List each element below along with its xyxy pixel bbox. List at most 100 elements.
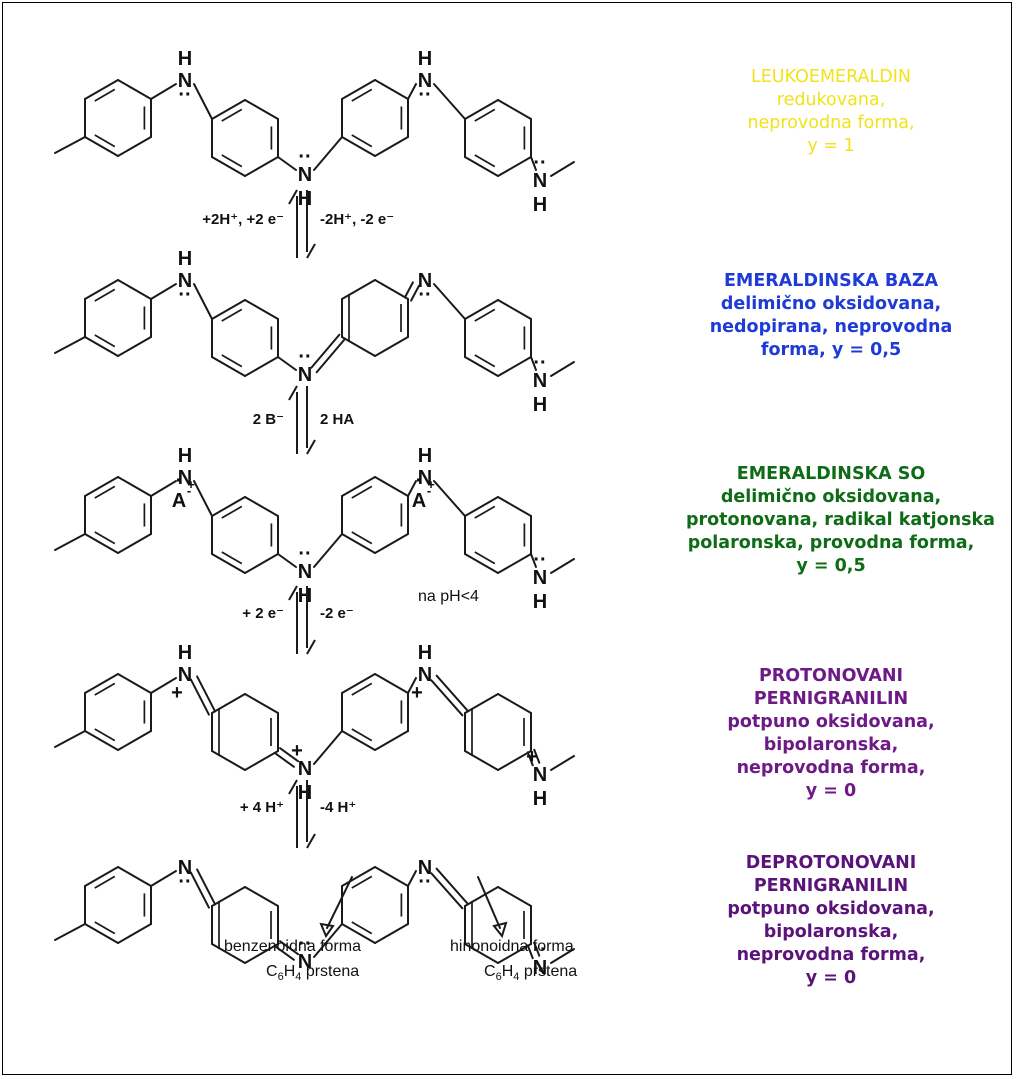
amine-bond [407, 83, 417, 100]
form-label-line: DEPROTONOVANI [745, 853, 917, 873]
lone-pair: ·· [178, 84, 191, 106]
reaction-conditions: +2H⁺, +2 e⁻-2H⁺, -2 e⁻2 B⁻2 HA+ 2 e⁻-2 e… [202, 211, 394, 816]
ring-inner-bond [221, 505, 243, 519]
ring-bond [497, 299, 532, 320]
ring-bond [341, 866, 376, 887]
nitrogen-atom: N [178, 467, 192, 489]
ring-bond [341, 730, 376, 751]
ring-bond [497, 553, 532, 574]
imine-double-bond [430, 679, 464, 717]
ring-bond [84, 533, 119, 554]
ring-bond [464, 356, 499, 377]
ring-bond [497, 356, 532, 377]
ring-inner-bond [94, 134, 116, 148]
nitrogen-atom: N [298, 561, 312, 583]
form-label-line: neprovodna forma, [747, 113, 915, 133]
ring-bond [244, 750, 279, 771]
hydrogen-atom: H [533, 788, 547, 810]
amine-bond [433, 83, 466, 120]
amine-bond [530, 553, 537, 568]
lone-pair: ·· [298, 346, 311, 368]
ph-condition-note: na pH<4 [418, 588, 479, 605]
nitrogen-atom: N [418, 664, 432, 686]
ring-bond [117, 866, 152, 887]
ring-inner-bond [94, 485, 116, 499]
ring-bond [497, 156, 532, 177]
nitrogen-atom: N [178, 664, 192, 686]
nitrogen-atom: N [533, 957, 547, 979]
ring-bond [374, 279, 409, 300]
lone-pair: ·· [178, 284, 191, 306]
ring-bond [84, 673, 119, 694]
ring-inner-bond [94, 334, 116, 348]
amine-bond [150, 83, 177, 100]
ring-bond [117, 476, 152, 497]
amine-bond [150, 283, 177, 300]
lone-pair: ·· [418, 871, 431, 893]
ring-inner-bond [474, 505, 496, 519]
form-label-leukoemeraldine: LEUKOEMERALDIN redukovana, neprovodna fo… [686, 66, 976, 158]
ring-bond [464, 496, 499, 517]
ring-bond [211, 356, 246, 377]
form-label-line: neprovodna forma, [736, 758, 926, 778]
imine-double-bond [310, 333, 341, 369]
ring-bond [497, 693, 532, 714]
chain-end-bond [54, 136, 86, 154]
amine-bond [407, 480, 417, 497]
form-label-line: forma, y = 0,5 [760, 340, 902, 360]
form-label-line: delimično oksidovana, [720, 487, 942, 507]
equilibrium-arrowhead [288, 385, 298, 401]
ring-bond [84, 79, 119, 100]
ring-inner-bond [94, 88, 116, 102]
ring-bond [117, 923, 152, 944]
form-label-line: delimično oksidovana, [720, 294, 942, 314]
chain-end-bond [550, 948, 575, 964]
ring-inner-bond [474, 154, 496, 168]
condition-left: + 4 H⁺ [240, 799, 284, 816]
amine-bond [530, 156, 537, 171]
hydrogen-atom: H [178, 48, 192, 70]
ring-bond [374, 336, 409, 357]
radical-dot: · [416, 470, 423, 492]
ring-bond [341, 923, 376, 944]
nitrogen-atom: N [418, 70, 432, 92]
annotation-pointer [477, 876, 501, 929]
condition-right: 2 HA [320, 411, 354, 428]
ring-inner-bond [94, 728, 116, 742]
ring-bond [374, 79, 409, 100]
ring-bond [497, 496, 532, 517]
imine-double-bond [533, 941, 541, 957]
ring-bond [374, 866, 409, 887]
imine-double-bond [279, 747, 300, 763]
condition-left: + 2 e⁻ [242, 605, 284, 622]
ring-bond [464, 156, 499, 177]
form-label-line: LEUKOEMERALDIN [750, 67, 912, 87]
hydrogen-atom: H [418, 642, 432, 664]
amine-bond [313, 923, 343, 958]
ring-bond [244, 299, 279, 320]
form-label-line: neprovodna forma, [736, 945, 926, 965]
positive-charge: + [171, 682, 183, 704]
quinonoid-annotation-line2: C6H4 prstena [484, 963, 577, 983]
lone-pair: ·· [533, 549, 546, 571]
nitrogen-atom: N [298, 951, 312, 973]
ring-bond [211, 943, 246, 964]
ring-bond [464, 553, 499, 574]
form-label-line: polaronska, provodna forma, [687, 533, 975, 553]
form-label-line: potpuno oksidovana, [727, 712, 935, 732]
positive-charge: + [411, 682, 423, 704]
amine-bond [313, 533, 343, 568]
atom-labels: NH··NH··NH··NH··NH··N··N··NH··NHA-+·NH··… [171, 48, 547, 979]
ring-bond [211, 156, 246, 177]
chain-end-bond [54, 730, 86, 748]
equilibrium-arrowhead [288, 189, 298, 205]
imine-double-bond [435, 674, 469, 712]
ring-inner-bond [474, 308, 496, 322]
form-label-line: redukovana, [776, 90, 886, 110]
ring-inner-bond [474, 108, 496, 122]
form-label-line: bipolaronska, [763, 922, 899, 942]
form-label-line: y = 0 [805, 968, 857, 988]
ring-bond [211, 496, 246, 517]
hydrogen-atom: H [178, 445, 192, 467]
imine-double-bond [196, 868, 217, 906]
